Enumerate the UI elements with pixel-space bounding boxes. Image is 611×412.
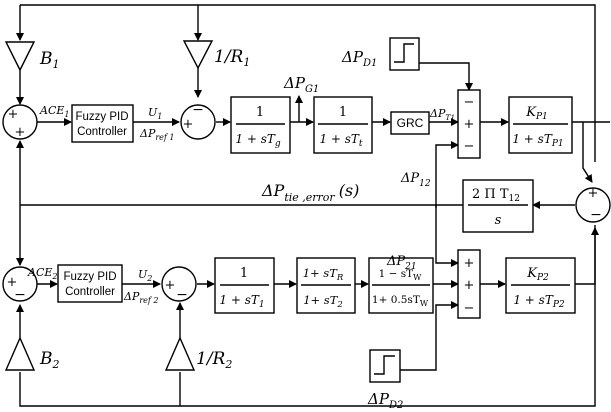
label-dpd2: ΔPD2 — [367, 390, 403, 411]
sum1-plus-bottom: + — [15, 125, 26, 140]
svg-text:1 + sTP1: 1 + sTP1 — [512, 132, 563, 149]
sum2-plus: + — [7, 275, 18, 290]
label-dp12: ΔP12 — [400, 171, 431, 189]
svg-text:1: 1 — [240, 266, 248, 281]
sumtie-plus: + — [588, 186, 599, 201]
label-ace1: ACE1 — [39, 104, 69, 119]
svg-text:Fuzzy PID: Fuzzy PID — [63, 271, 116, 283]
power-system-block-1: KP1 1 + sTP1 — [508, 96, 573, 154]
svg-text:s: s — [495, 213, 502, 228]
wires-area-1 — [16, 4, 610, 267]
label-dpref2: ΔPref 2 — [123, 290, 159, 305]
svg-text:−: − — [464, 95, 475, 110]
fuzzy-pid-controller-1: Fuzzy PID Controller — [71, 104, 134, 143]
hydro-turbine-block: 1 − sTW 1+ 0.5sTW — [368, 257, 434, 314]
junction-bar-area2: + + − — [457, 249, 481, 319]
svg-text:Fuzzy PID: Fuzzy PID — [75, 111, 128, 123]
gain-r2 — [164, 336, 196, 371]
svg-text:1: 1 — [256, 105, 264, 120]
sumg2-plus: + — [165, 278, 176, 293]
svg-text:−: − — [464, 139, 475, 154]
svg-text:Controller: Controller — [65, 286, 115, 298]
svg-text:−: − — [464, 301, 475, 316]
svg-text:1 + sTt: 1 + sTt — [319, 132, 362, 149]
grc-block: GRC — [390, 111, 430, 135]
sumtie-minus: − — [590, 207, 602, 223]
svg-text:1 + sTP2: 1 + sTP2 — [513, 293, 565, 310]
governor-block-2: 1 1 + sT1 — [214, 257, 275, 314]
junction-bar-area1: − + − — [457, 89, 481, 159]
sumg1-minus: − — [192, 102, 204, 118]
gain-b2 — [4, 336, 36, 371]
svg-text:1+ sTR: 1+ sTR — [303, 266, 344, 283]
gain-b1 — [4, 41, 36, 72]
svg-text:+: + — [464, 117, 475, 132]
svg-text:KP1: KP1 — [525, 105, 548, 122]
sum-junction-area1: + + — [2, 104, 38, 140]
step-disturbance-d2 — [369, 349, 401, 383]
svg-text:Controller: Controller — [77, 126, 127, 138]
label-dpg1: ΔPG1 — [283, 74, 319, 95]
sum-governor-area2: + − — [161, 266, 197, 303]
svg-text:+: + — [464, 278, 475, 293]
power-system-block-2: KP2 1 + sTP2 — [505, 257, 576, 314]
svg-text:1 + sT1: 1 + sT1 — [219, 293, 264, 310]
svg-text:+: + — [464, 256, 475, 271]
sumg2-minus: − — [176, 287, 188, 303]
svg-text:1: 1 — [339, 105, 347, 120]
svg-text:1 + sTg: 1 + sTg — [235, 132, 280, 149]
svg-text:2 Π T12: 2 Π T12 — [472, 187, 520, 204]
sum2-minus: − — [14, 287, 26, 303]
svg-text:1+ sT2: 1+ sT2 — [303, 293, 343, 310]
label-dptie: ΔPtie ,error(s) — [261, 181, 359, 204]
wires-area-2 — [16, 225, 599, 407]
label-b2: B2 — [39, 349, 60, 371]
svg-text:KP2: KP2 — [526, 266, 549, 283]
label-u1: U1 — [148, 106, 162, 121]
sum-tie-line: + − — [575, 186, 611, 223]
svg-text:1+ 0.5sTW: 1+ 0.5sTW — [372, 294, 429, 308]
label-b1: B1 — [39, 49, 60, 71]
sumg1-plus: + — [183, 117, 194, 132]
reheat-block: 1+ sTR 1+ sT2 — [296, 257, 356, 314]
turbine-block-1: 1 1 + sTt — [313, 96, 373, 154]
svg-text:GRC: GRC — [397, 116, 424, 130]
step-disturbance-d1 — [389, 37, 420, 71]
label-ace2: ACE2 — [27, 266, 57, 281]
tie-line-block: 2 Π T12 s — [462, 179, 534, 233]
label-dpref1: ΔPref 1 — [139, 127, 175, 142]
label-u2: U2 — [138, 268, 152, 283]
gain-r1 — [182, 40, 214, 70]
sum-junction-area2: + − — [2, 266, 38, 303]
label-dpd1: ΔPD1 — [341, 48, 377, 69]
sum1-plus-top: + — [8, 107, 19, 122]
label-dpt1: ΔPT1 — [429, 107, 455, 122]
fuzzy-pid-controller-2: Fuzzy PID Controller — [57, 264, 123, 303]
label-r2: 1/R2 — [196, 349, 232, 371]
label-dp21: ΔP21 — [386, 254, 417, 272]
sum-governor-area1: − + — [180, 102, 216, 140]
governor-block-1: 1 1 + sTg — [230, 96, 291, 154]
svg-text:1 − sTW: 1 − sTW — [379, 268, 423, 282]
label-r1: 1/R1 — [214, 47, 250, 69]
